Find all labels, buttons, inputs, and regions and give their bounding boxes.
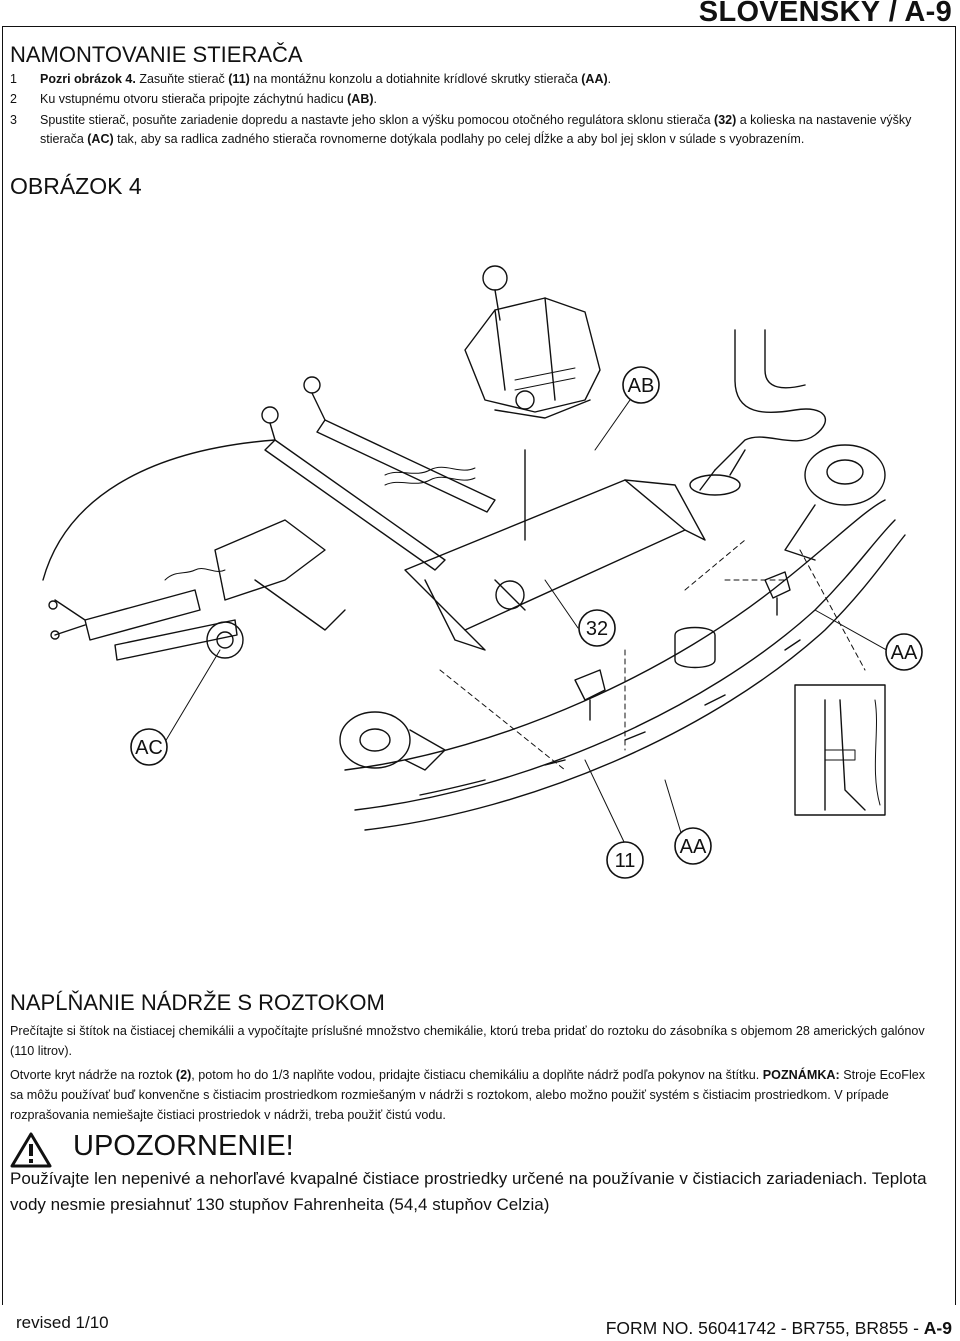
step-number: 3 [10,113,17,127]
paragraph-fill-instructions: Otvorte kryt nádrže na roztok (2), potom… [10,1068,926,1122]
warning-text: Používajte len nepenivé a nehorľavé kvap… [10,1169,927,1214]
callout-aa-right: AA [885,633,923,671]
warning-title: UPOZORNENIE! [73,1130,294,1162]
detail-view-wheel-adjust [42,439,346,661]
right-height-wheel [784,444,886,561]
step-text: Spustite stierač, posuňte zariadenie dop… [40,113,912,146]
callout-leaders [161,379,891,847]
machine-thumbnail [464,265,601,419]
callout-11: 11 [606,841,644,879]
leader-lines [439,539,866,771]
svg-text:11: 11 [615,850,636,872]
warning-icon [10,1132,52,1168]
left-height-wheel [339,711,446,771]
callout-ab: AB [622,366,660,404]
callout-aa-bottom: AA [674,827,712,865]
cross-section-detail [794,684,886,816]
step-text: Ku vstupnému otvoru stierača pripojte zá… [40,92,377,106]
step-1: 1 Pozri obrázok 4. Zasuňte stierač (11) … [10,70,945,89]
figure-title: OBRÁZOK 4 [10,173,142,199]
page-language-header: SLOVENSKÝ / A-9 [698,0,952,28]
section-title-filling: NAPĹŇANIE NÁDRŽE S ROZTOKOM [10,990,385,1015]
recovery-hose [689,329,827,496]
callout-ac: AC [130,728,168,766]
svg-text:AC: AC [135,737,163,759]
step-number: 2 [10,92,17,106]
step-2: 2 Ku vstupnému otvoru stierača pripojte … [10,90,945,109]
form-number: FORM NO. 56041742 - BR755, BR855 - A-9 [605,1318,952,1338]
linkage-rods [261,376,526,571]
svg-text:AA: AA [891,642,918,664]
section-title-mounting: NAMONTOVANIE STIERAČA [10,42,303,67]
squeegee-assembly-diagram: AB 32 AA AC 11 AA [42,265,923,879]
svg-text:AA: AA [680,836,707,858]
page-frame [2,26,956,1305]
svg-text:AB: AB [628,375,655,397]
wing-knobs [574,571,791,721]
step-3: 3 Spustite stierač, posuňte zariadenie d… [10,111,945,151]
revision-label: revised 1/10 [16,1313,109,1332]
step-text: Pozri obrázok 4. Zasuňte stierač (11) na… [40,72,612,86]
callout-32: 32 [578,609,616,647]
mounting-bracket [404,479,706,651]
step-number: 1 [10,72,17,86]
svg-text:32: 32 [586,618,608,640]
squeegee-body [344,499,906,831]
paragraph-chemical-label: Prečítajte si štítok na čistiacej chemik… [10,1024,925,1058]
